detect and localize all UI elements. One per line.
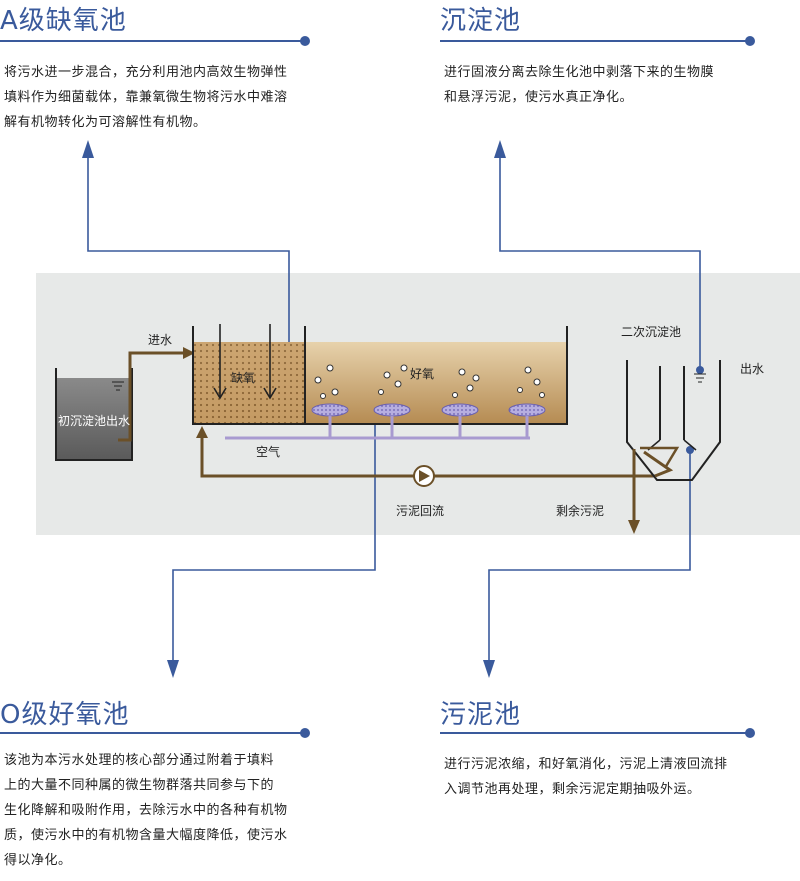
inlet-pipe bbox=[118, 351, 185, 442]
aerobic-desc-line: 该池为本污水处理的核心部分通过附着于填料 bbox=[4, 753, 275, 768]
sedimentation-desc-line: 和悬浮污泥，使污水真正净化。 bbox=[444, 90, 634, 105]
aerobic-description: 该池为本污水处理的核心部分通过附着于填料 上的大量不同种属的微生物群落共同参与下… bbox=[4, 748, 344, 873]
return-arrow bbox=[196, 426, 208, 438]
aerobic-desc-line: 上的大量不同种属的微生物群落共同参与下的 bbox=[4, 778, 275, 793]
leader-line-aerobic bbox=[167, 413, 376, 678]
secondary-clarifier-label: 二次沉淀池 bbox=[621, 325, 682, 339]
sludge-title-rule bbox=[440, 732, 748, 734]
sludge-description: 进行污泥浓缩，和好氧消化，污泥上清液回流排 入调节池再处理，剩余污泥定期抽吸外运… bbox=[444, 752, 794, 802]
primary-tank bbox=[55, 368, 133, 461]
sedimentation-title-dot bbox=[745, 36, 755, 46]
aerobic-desc-line: 生化降解和吸附作用，去除污水中的各种有机物 bbox=[4, 803, 288, 818]
aerobic-desc-line: 得以净化。 bbox=[4, 853, 72, 868]
anoxic-description: 将污水进一步混合，充分利用池内高效生物弹性 填料作为细菌载体，靠兼氧微生物将污水… bbox=[4, 60, 344, 135]
aerobic-title: O级好氧池 bbox=[0, 700, 130, 730]
clarifier-underflow bbox=[643, 450, 674, 478]
sludge-marker-dot bbox=[686, 446, 694, 454]
anoxic-zone-label: 缺氧 bbox=[231, 371, 256, 385]
sludge-desc-line: 进行污泥浓缩，和好氧消化，污泥上清液回流排 bbox=[444, 757, 728, 772]
aerobic-desc-line: 质，使污水中的有机物含量大幅度降低，使污水 bbox=[4, 828, 288, 843]
sedimentation-description: 进行固液分离去除生化池中剥落下来的生物膜 和悬浮污泥，使污水真正净化。 bbox=[444, 60, 794, 110]
aerobic-title-rule bbox=[0, 732, 305, 734]
anoxic-desc-line: 将污水进一步混合，充分利用池内高效生物弹性 bbox=[4, 65, 288, 80]
sludge-return-label: 污泥回流 bbox=[396, 504, 445, 518]
clarifier-marker-dot bbox=[696, 366, 704, 374]
leader-line-sludge bbox=[483, 450, 691, 678]
anoxic-title-dot bbox=[300, 36, 310, 46]
primary-outlet-label: 初沉淀池出水 bbox=[58, 414, 131, 428]
leader-line-anoxic bbox=[82, 140, 290, 370]
anoxic-desc-line: 解有机物转化为可溶解性有机物。 bbox=[4, 115, 207, 130]
sludge-return-pipe bbox=[200, 432, 655, 478]
anoxic-title: A级缺氧池 bbox=[0, 6, 127, 36]
mixer-1 bbox=[213, 324, 227, 400]
sedimentation-desc-line: 进行固液分离去除生化池中剥落下来的生物膜 bbox=[444, 65, 715, 80]
excess-sludge-label: 剩余污泥 bbox=[556, 504, 605, 518]
sludge-title: 污泥池 bbox=[440, 700, 522, 730]
secondary-clarifier bbox=[626, 360, 721, 481]
sedimentation-title: 沉淀池 bbox=[440, 6, 522, 36]
excess-sludge-arrow bbox=[628, 520, 640, 534]
anoxic-desc-line: 填料作为细菌载体，靠兼氧微生物将污水中难溶 bbox=[4, 90, 288, 105]
air-label: 空气 bbox=[256, 445, 281, 459]
aerobic-title-dot bbox=[300, 728, 310, 738]
sludge-title-dot bbox=[745, 728, 755, 738]
anoxic-title-rule bbox=[0, 40, 305, 42]
sedimentation-title-rule bbox=[440, 40, 748, 42]
leader-line-sedimentation bbox=[494, 140, 701, 370]
inlet-label: 进水 bbox=[148, 333, 173, 347]
return-pump-icon bbox=[413, 465, 435, 487]
mixer-2 bbox=[263, 324, 277, 400]
outlet-label: 出水 bbox=[740, 362, 765, 376]
sludge-desc-line: 入调节池再处理，剩余污泥定期抽吸外运。 bbox=[444, 782, 701, 797]
air-diffusers bbox=[311, 403, 546, 417]
aerobic-zone-label: 好氧 bbox=[410, 367, 435, 381]
inlet-arrow bbox=[183, 347, 195, 359]
air-bubbles bbox=[314, 364, 545, 399]
ao-tank bbox=[192, 324, 568, 425]
air-pipe bbox=[225, 416, 530, 440]
